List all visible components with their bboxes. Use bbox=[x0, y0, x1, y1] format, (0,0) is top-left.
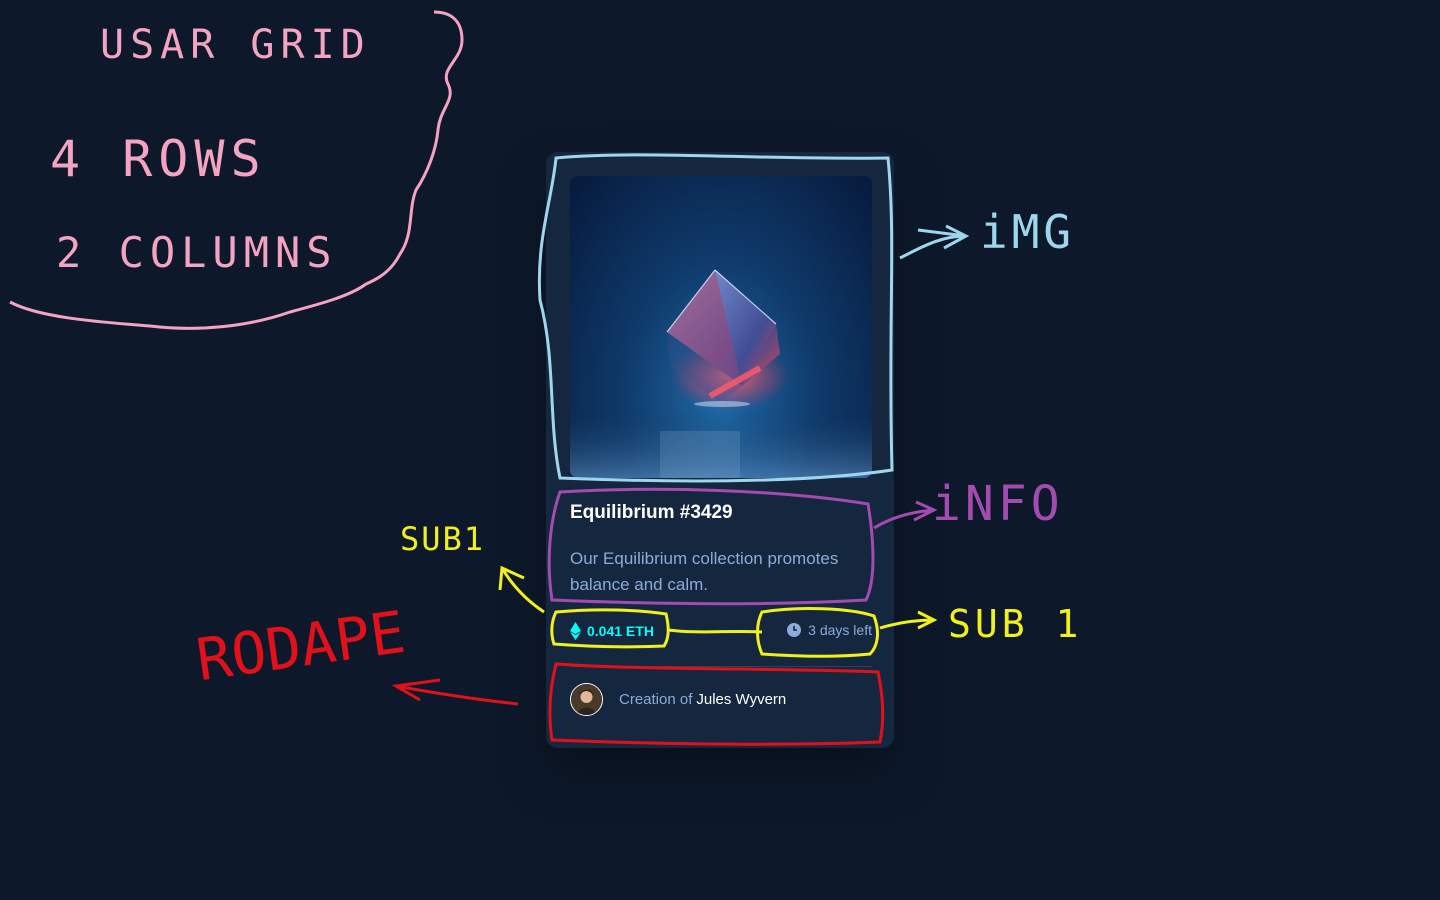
nft-title[interactable]: Equilibrium #3429 bbox=[570, 502, 733, 523]
nft-meta: 0.041 ETH 3 days left bbox=[570, 622, 872, 644]
nft-card: Equilibrium #3429 Our Equilibrium collec… bbox=[546, 152, 894, 748]
annotation-grid-line3: 2 COLUMNS bbox=[56, 228, 338, 277]
ethereum-icon bbox=[570, 622, 581, 640]
annotation-grid-line1: USAR GRID bbox=[100, 22, 371, 68]
glass-cube-image bbox=[570, 269, 872, 478]
nft-description: Our Equilibrium collection promotes bala… bbox=[570, 549, 839, 594]
img-arrow bbox=[899, 224, 970, 260]
creator-prefix: Creation of bbox=[619, 691, 693, 708]
price: 0.041 ETH bbox=[570, 622, 654, 640]
annotation-sub1-right-label: SUB 1 bbox=[948, 602, 1083, 646]
creator-name[interactable]: Jules Wyvern bbox=[696, 691, 787, 708]
avatar bbox=[570, 683, 603, 716]
annotation-info-label: iNFO bbox=[932, 476, 1064, 532]
nft-image[interactable] bbox=[570, 176, 872, 478]
footer-arrow bbox=[391, 678, 519, 706]
sub1-left-arrow bbox=[498, 565, 545, 614]
time-left-value: 3 days left bbox=[808, 622, 872, 638]
divider bbox=[570, 666, 872, 667]
annotation-footer-label: RODAPE bbox=[192, 597, 410, 695]
annotation-sub1-left-label: SUB1 bbox=[400, 520, 486, 558]
avatar-image bbox=[571, 684, 602, 715]
time-left: 3 days left bbox=[786, 622, 872, 638]
clock-icon bbox=[787, 623, 802, 637]
price-value: 0.041 ETH bbox=[587, 623, 654, 639]
annotation-img-label: iMG bbox=[980, 205, 1076, 259]
annotation-grid-line2: 4 ROWS bbox=[50, 130, 267, 188]
